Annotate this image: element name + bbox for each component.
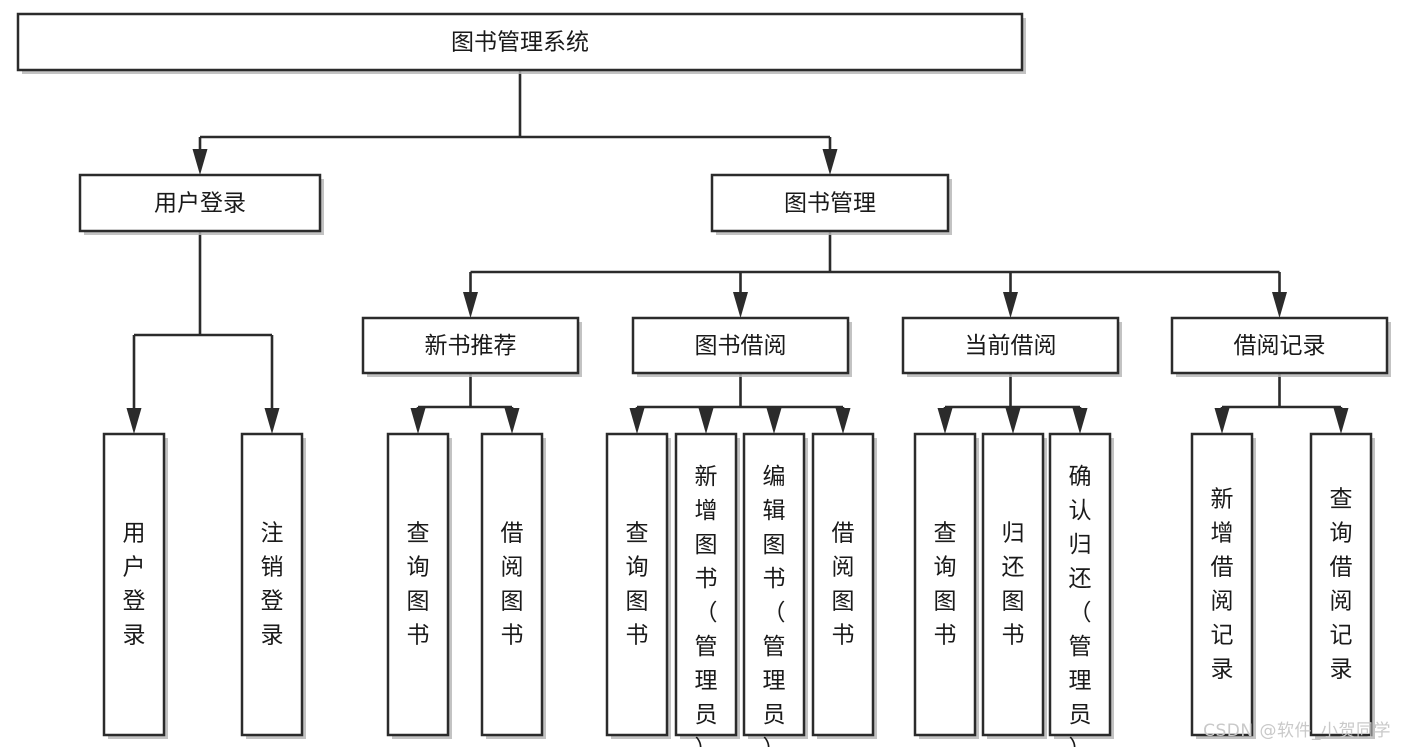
node-label-l-logout: 注销登录 xyxy=(261,520,284,648)
node-label-l-login: 用户登录 xyxy=(123,520,146,648)
node-box-b-query[interactable] xyxy=(605,432,669,737)
node-label-n-query: 查询图书 xyxy=(407,520,430,648)
arrow-head-c-confirm xyxy=(1072,408,1088,434)
node-box-n-borrow[interactable] xyxy=(480,432,544,737)
node-box-records[interactable] xyxy=(1170,316,1389,375)
node-label-current: 当前借阅 xyxy=(965,333,1057,359)
node-newbook[interactable]: 新书推荐 xyxy=(361,316,582,377)
arrow-head-l-logout xyxy=(264,408,280,434)
node-box-borrow[interactable] xyxy=(631,316,850,375)
node-label-n-borrow: 借阅图书 xyxy=(501,520,524,648)
node-n-borrow[interactable]: 借阅图书 xyxy=(480,432,546,739)
node-label-b-query: 查询图书 xyxy=(626,520,649,648)
node-c-return[interactable]: 归还图书 xyxy=(981,432,1047,739)
arrow-head-b-add xyxy=(698,408,714,434)
node-b-lend[interactable]: 借阅图书 xyxy=(811,432,877,739)
node-c-confirm[interactable]: 确认归还（管理员） xyxy=(1048,432,1114,747)
node-box-c-confirm[interactable] xyxy=(1048,432,1112,737)
connector-group-newbook xyxy=(410,373,520,434)
connector-layer xyxy=(126,70,1349,434)
arrow-head-current xyxy=(1003,292,1018,318)
node-label-r-add: 新增借阅记录 xyxy=(1211,486,1234,682)
arrow-head-n-borrow xyxy=(504,408,520,434)
node-box-n-query[interactable] xyxy=(386,432,450,737)
node-label-records: 借阅记录 xyxy=(1234,333,1326,359)
arrow-head-r-add xyxy=(1214,408,1230,434)
node-b-add[interactable]: 新增图书（管理员） xyxy=(674,432,740,747)
node-label-login: 用户登录 xyxy=(154,191,246,217)
node-box-login[interactable] xyxy=(78,173,322,233)
arrow-head-c-return xyxy=(1005,408,1021,434)
node-r-add[interactable]: 新增借阅记录 xyxy=(1190,432,1256,739)
connector-group-borrow xyxy=(629,373,851,434)
arrow-head-b-lend xyxy=(835,408,851,434)
arrow-head-c-query xyxy=(937,408,953,434)
node-current[interactable]: 当前借阅 xyxy=(901,316,1122,377)
node-label-bookmgmt: 图书管理 xyxy=(784,191,876,217)
node-label-b-lend: 借阅图书 xyxy=(832,520,855,648)
node-box-l-logout[interactable] xyxy=(240,432,304,737)
node-label-newbook: 新书推荐 xyxy=(425,333,517,359)
node-box-newbook[interactable] xyxy=(361,316,580,375)
arrow-head-bookmgmt xyxy=(822,149,838,175)
connector-group-current xyxy=(937,373,1088,434)
node-box-bookmgmt[interactable] xyxy=(710,173,950,233)
node-borrow[interactable]: 图书借阅 xyxy=(631,316,852,377)
node-label-c-return: 归还图书 xyxy=(1002,520,1025,648)
node-c-query[interactable]: 查询图书 xyxy=(913,432,979,739)
arrow-head-r-query xyxy=(1333,408,1349,434)
arrow-head-records xyxy=(1272,292,1287,318)
node-bookmgmt[interactable]: 图书管理 xyxy=(710,173,952,235)
node-l-logout[interactable]: 注销登录 xyxy=(240,432,306,739)
node-box-b-lend[interactable] xyxy=(811,432,875,737)
node-records[interactable]: 借阅记录 xyxy=(1170,316,1391,377)
node-label-c-confirm: 确认归还（管理员） xyxy=(1069,464,1092,747)
node-box-l-login[interactable] xyxy=(102,432,166,737)
node-login[interactable]: 用户登录 xyxy=(78,173,324,235)
connector-group-records xyxy=(1214,373,1349,434)
node-root[interactable]: 图书管理系统 xyxy=(16,12,1026,74)
node-box-c-return[interactable] xyxy=(981,432,1045,737)
arrow-head-newbook xyxy=(463,292,478,318)
node-label-c-query: 查询图书 xyxy=(934,520,957,648)
watermark-text: CSDN @软件_小贺同学 xyxy=(1203,721,1391,741)
node-label-b-edit: 编辑图书（管理员） xyxy=(763,464,786,747)
node-box-root[interactable] xyxy=(16,12,1024,72)
node-label-borrow: 图书借阅 xyxy=(695,333,787,359)
arrow-head-n-query xyxy=(410,408,426,434)
node-box-c-query[interactable] xyxy=(913,432,977,737)
arrow-head-login xyxy=(192,149,208,175)
node-b-edit[interactable]: 编辑图书（管理员） xyxy=(742,432,808,747)
node-l-login[interactable]: 用户登录 xyxy=(102,432,168,739)
node-r-query[interactable]: 查询借阅记录 xyxy=(1309,432,1375,739)
node-label-r-query: 查询借阅记录 xyxy=(1330,486,1353,682)
connector-group-bookmgmt xyxy=(463,231,1287,318)
node-label-root: 图书管理系统 xyxy=(451,30,589,56)
arrow-head-l-login xyxy=(126,408,142,434)
node-box-r-query[interactable] xyxy=(1309,432,1373,737)
node-label-b-add: 新增图书（管理员） xyxy=(695,464,718,747)
node-n-query[interactable]: 查询图书 xyxy=(386,432,452,739)
node-box-b-add[interactable] xyxy=(674,432,738,737)
arrow-head-borrow xyxy=(733,292,748,318)
arrow-head-b-query xyxy=(629,408,645,434)
node-layer: 图书管理系统用户登录图书管理新书推荐图书借阅当前借阅借阅记录用户登录注销登录查询… xyxy=(16,12,1391,747)
node-b-query[interactable]: 查询图书 xyxy=(605,432,671,739)
connector-group-login xyxy=(126,231,280,434)
node-box-r-add[interactable] xyxy=(1190,432,1254,737)
arrow-head-b-edit xyxy=(766,408,782,434)
node-box-b-edit[interactable] xyxy=(742,432,806,737)
node-box-current[interactable] xyxy=(901,316,1120,375)
connector-group-root xyxy=(192,70,838,175)
